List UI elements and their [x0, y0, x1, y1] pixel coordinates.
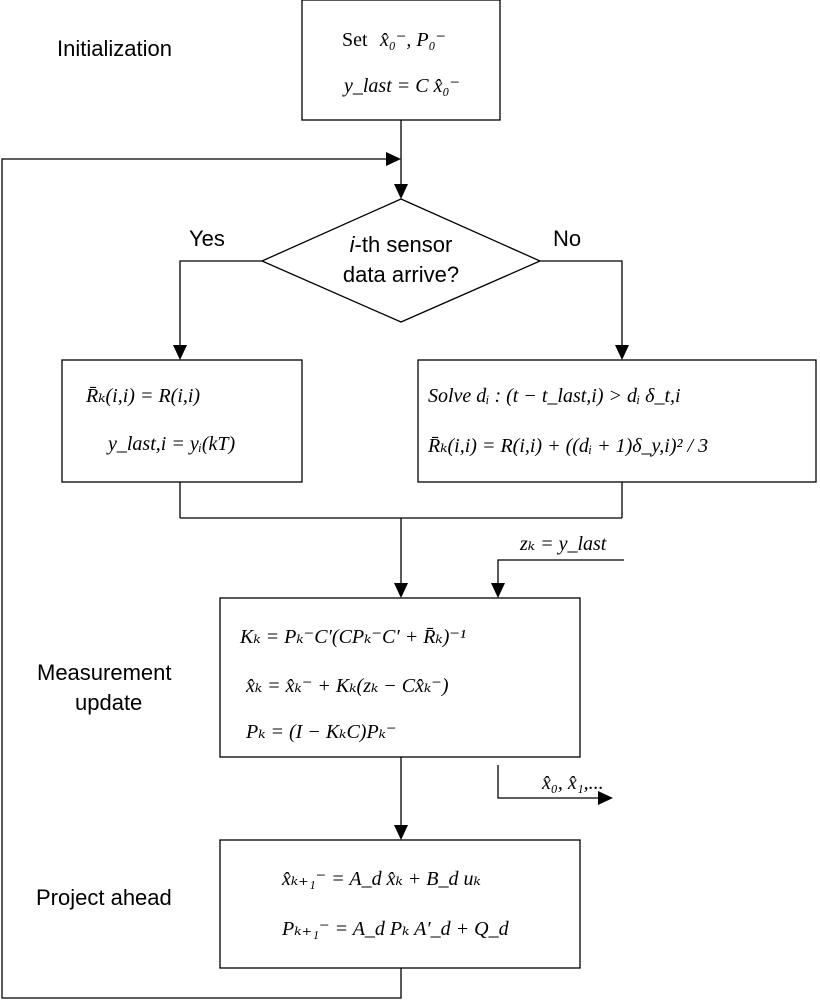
no-box-line2: R̄ₖ(i,i) = R(i,i) + ((dᵢ + 1)δ_y,i)² / 3 [427, 435, 708, 457]
yes-branch [179, 260, 262, 348]
arrow-into-yes-box [173, 345, 187, 360]
no-box [417, 359, 817, 483]
measurement-label-line1: Measurement [37, 660, 172, 685]
output-line [497, 765, 600, 799]
project-box-line1: x̂ₖ₊₁⁻ = A_d x̂ₖ + B_d uₖ [281, 868, 481, 890]
arrow-z-input [491, 583, 505, 598]
init-set-word: Set [342, 29, 368, 51]
initialization-label: Initialization [57, 36, 172, 61]
init-box-line2: y_last = C x̂₀⁻ [342, 75, 460, 97]
estimates-output-label: x̂₀, x̂₁,... [541, 772, 604, 794]
feedback-loop [1, 158, 402, 999]
no-branch [540, 260, 623, 348]
update-box-line1: Kₖ = Pₖ⁻C′(CPₖ⁻C′ + R̄ₖ)⁻¹ [239, 626, 466, 648]
yes-box-line1: R̄ₖ(i,i) = R(i,i) [85, 385, 200, 407]
no-box-line1: Solve dᵢ : (t − t_last,i) > dᵢ δ_t,i [428, 385, 681, 407]
project-ahead-label: Project ahead [36, 885, 172, 910]
arrow-feedback [386, 152, 401, 166]
decision-line2: data arrive? [343, 262, 459, 287]
decision-line1: i-th sensor [350, 232, 453, 257]
arrowheads [173, 152, 629, 840]
project-box-line2: Pₖ₊₁⁻ = A_d Pₖ A′_d + Q_d [281, 918, 510, 940]
arrow-into-no-box [615, 345, 629, 360]
project-ahead-box [219, 839, 581, 969]
init-box-line1: x̂₀⁻, P₀⁻ [379, 29, 446, 51]
yes-box-line2: y_last,i = yᵢ(kT) [106, 433, 236, 455]
yes-box [61, 359, 303, 483]
z-k-label: zₖ = y_last [519, 533, 607, 555]
arrow-into-decision [394, 184, 408, 199]
decision-prefix: i [350, 232, 356, 257]
measurement-update-box [219, 597, 581, 758]
connectors [1, 120, 624, 999]
decision-line1-rest: -th sensor [355, 232, 453, 257]
sensor-data-decision [260, 198, 542, 323]
initialization-box [301, 0, 501, 121]
arrow-output [598, 791, 613, 805]
measurement-label-line2: update [75, 690, 142, 715]
arrow-into-update-box [394, 583, 408, 598]
update-box-line3: Pₖ = (I − KₖC)Pₖ⁻ [245, 721, 397, 743]
z-input-line [497, 559, 624, 585]
no-label: No [553, 226, 581, 251]
yes-label: Yes [189, 226, 225, 251]
update-box-line2: x̂ₖ = x̂ₖ⁻ + Kₖ(zₖ − Cx̂ₖ⁻) [245, 675, 449, 697]
arrow-into-project-box [394, 825, 408, 840]
